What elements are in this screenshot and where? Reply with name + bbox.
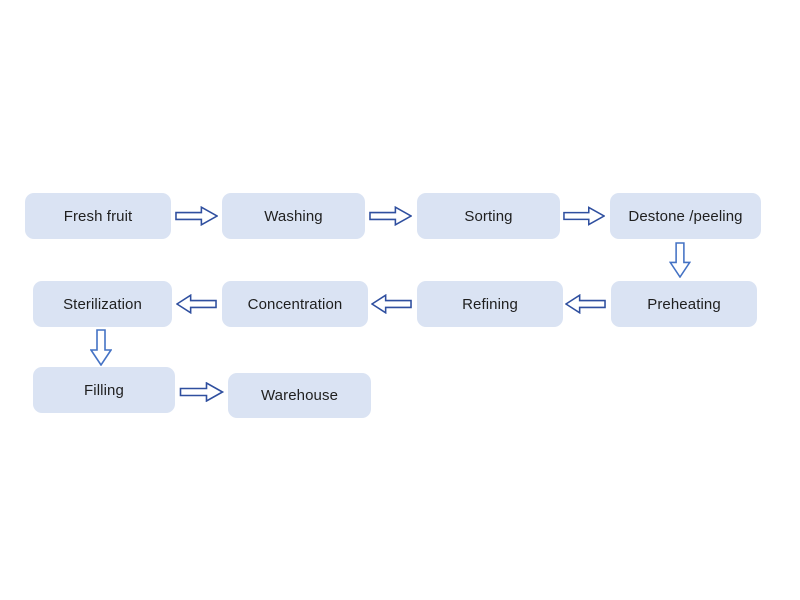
node-fresh-fruit-label: Fresh fruit <box>63 207 133 225</box>
node-sorting: Sorting <box>417 193 560 239</box>
node-sorting-label: Sorting <box>464 207 513 225</box>
arrow-right-icon <box>563 206 606 226</box>
node-washing: Washing <box>222 193 365 239</box>
node-warehouse: Warehouse <box>228 373 371 418</box>
arrow-right-icon <box>178 381 225 403</box>
node-warehouse-label: Warehouse <box>260 387 339 404</box>
node-destone-peeling: Destone /peeling <box>610 193 761 239</box>
node-sterilization-label: Sterilization <box>63 295 142 313</box>
node-preheating-label: Preheating <box>647 295 721 313</box>
arrow-down-icon <box>668 242 692 279</box>
node-concentration: Concentration <box>222 281 368 327</box>
arrow-down-icon <box>89 329 113 367</box>
node-destone-peeling-label: Destone /peeling <box>628 207 743 225</box>
arrow-right-icon <box>369 205 413 227</box>
node-concentration-label: Concentration <box>247 295 343 313</box>
arrow-left-icon <box>175 293 217 315</box>
arrow-left-icon <box>564 293 606 315</box>
node-washing-label: Washing <box>264 207 323 225</box>
node-preheating: Preheating <box>611 281 757 327</box>
node-filling: Filling <box>33 367 175 413</box>
node-sterilization: Sterilization <box>33 281 172 327</box>
node-refining-label: Refining <box>462 295 518 313</box>
arrow-right-icon <box>175 205 219 227</box>
node-fresh-fruit: Fresh fruit <box>25 193 171 239</box>
node-filling-label: Filling <box>84 381 124 399</box>
arrow-left-icon <box>370 293 412 315</box>
node-refining: Refining <box>417 281 563 327</box>
